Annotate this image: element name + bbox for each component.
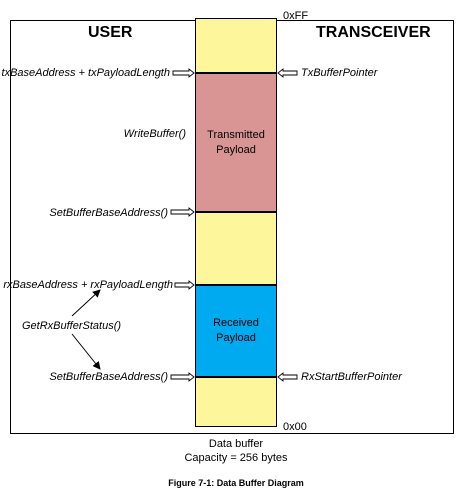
- user-arrow-tx-end: [172, 68, 195, 78]
- buffer-segment-free-middle: [195, 212, 277, 285]
- label-write-buffer: WriteBuffer(): [123, 128, 186, 140]
- label-tx-end: txBaseAddress + txPayloadLength: [1, 67, 170, 79]
- buffer-segment-transmitted: Transmitted Payload: [195, 73, 277, 212]
- label-set-base-1: SetBufferBaseAddress(): [49, 207, 168, 219]
- figure-caption: Figure 7-1: Data Buffer Diagram: [168, 478, 304, 488]
- transceiver-heading: TRANSCEIVER: [316, 24, 431, 41]
- label-rx-start-pointer: RxStartBufferPointer: [301, 371, 402, 383]
- label-get-rx-status: GetRxBufferStatus(): [22, 320, 122, 332]
- arrow-get-rx-to-set-base: [71, 333, 101, 370]
- label-rx-end: rxBaseAddress + rxPayloadLength: [3, 279, 173, 291]
- address-top: 0xFF: [283, 10, 309, 22]
- arrow-get-rx-to-rx-end: [71, 289, 101, 317]
- user-arrow-set-base-2: [170, 372, 195, 382]
- received-payload-label: Received Payload: [213, 317, 259, 344]
- buffer-segment-received: Received Payload: [195, 285, 277, 377]
- buffer-segment-free-top: [195, 18, 277, 73]
- address-bottom: 0x00: [283, 421, 307, 433]
- user-heading: USER: [88, 24, 133, 41]
- buffer-segment-free-bottom: [195, 377, 277, 427]
- user-arrow-rx-end: [174, 280, 195, 290]
- transceiver-arrow-tx-pointer: [277, 68, 298, 78]
- label-tx-pointer: TxBufferPointer: [301, 67, 378, 79]
- transmitted-payload-label: Transmitted Payload: [207, 128, 265, 156]
- transceiver-arrow-rx-start: [277, 372, 298, 382]
- label-set-base-2: SetBufferBaseAddress(): [49, 371, 168, 383]
- user-arrow-set-base-1: [170, 207, 195, 217]
- buffer-capacity: Capacity = 256 bytes: [184, 452, 288, 464]
- buffer-name: Data buffer: [208, 438, 264, 450]
